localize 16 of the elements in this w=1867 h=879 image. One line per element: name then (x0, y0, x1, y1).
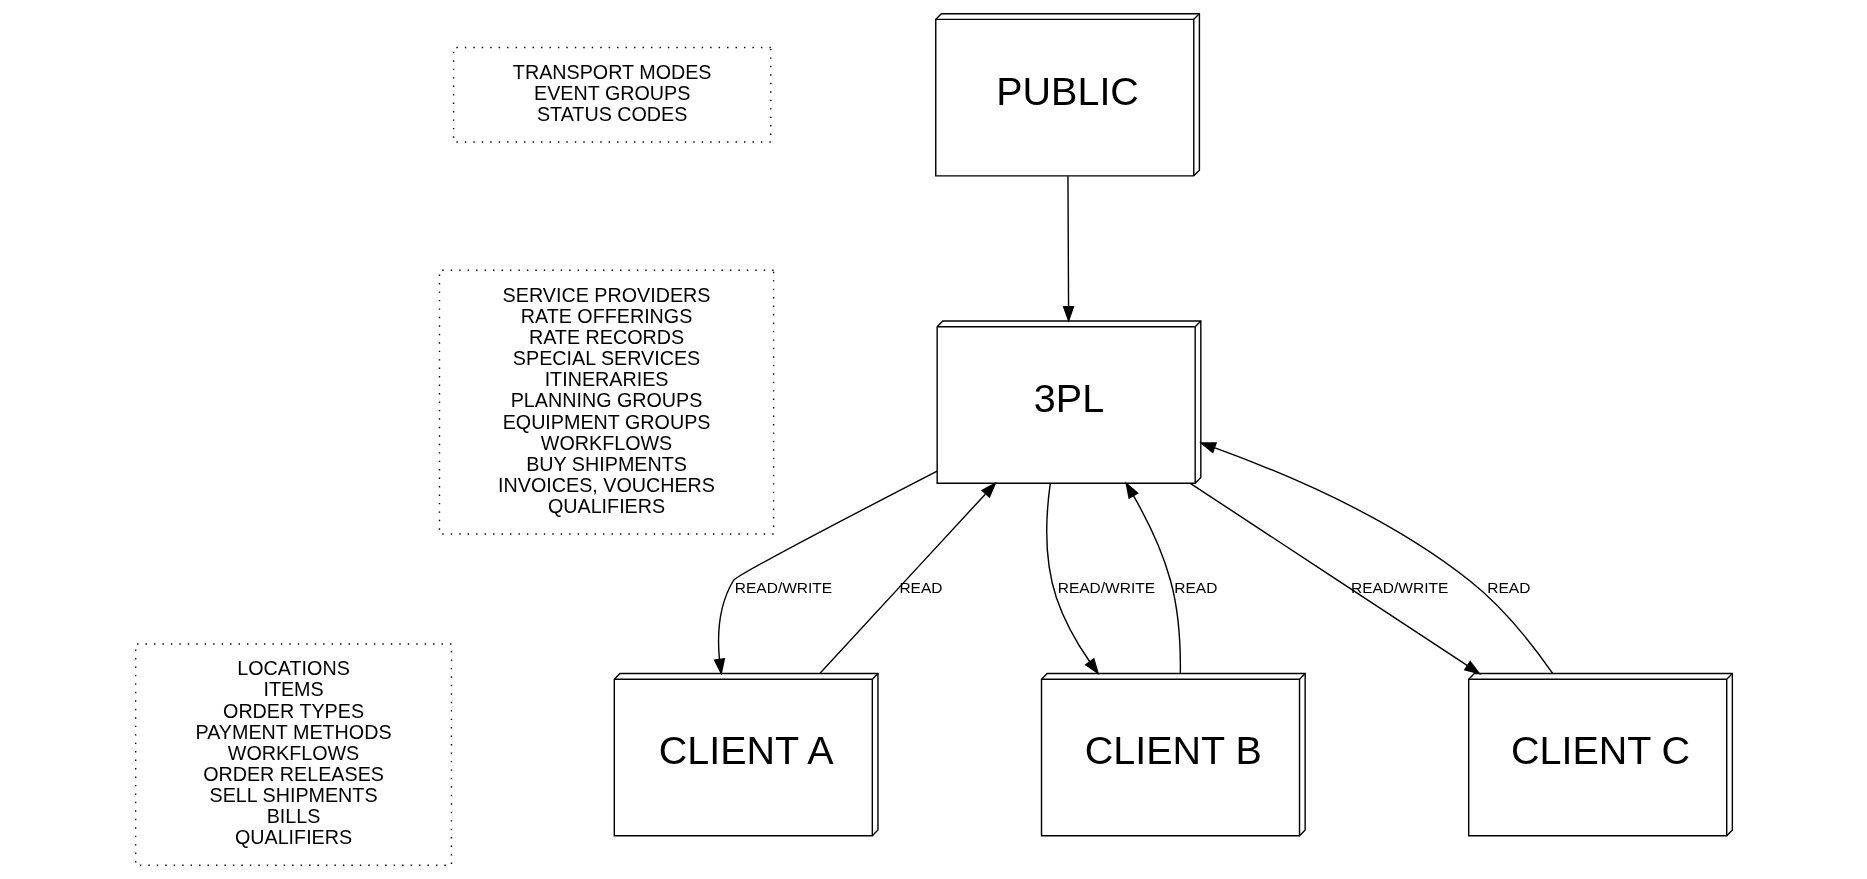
edge-label: READ/WRITE (1350, 578, 1448, 596)
arrow (1189, 482, 1481, 675)
edge-label: READ (898, 578, 942, 596)
edge-label: READ/WRITE (734, 578, 832, 596)
arrow (713, 470, 938, 676)
arrow (818, 481, 997, 674)
node-box: TRANSPORT MODES EVENT GROUPS STATUS CODES (452, 46, 771, 143)
arrow (1124, 481, 1181, 675)
arrow (1198, 442, 1553, 675)
edge-label: READ (1486, 578, 1530, 596)
node-box: SERVICE PROVIDERS RATE OFFERINGS RATE RECORDS SPECIAL SERVICES ITINERARIES PLANNING GROUPS EQUIPMENT GROUPS WORKFLOWS BUY SHIPMENTS INVOICES, VOUCHERS QUALIFIERS (438, 269, 774, 535)
edge-label: READ/WRITE (1057, 578, 1155, 596)
arrow (1045, 482, 1099, 675)
arrow (1062, 175, 1074, 323)
edge-label: READ (1173, 578, 1217, 596)
node-box: LOCATIONS ITEMS ORDER TYPES PAYMENT METHODS WORKFLOWS ORDER RELEASES SELL SHIPMENTS BILLS QUALIFIERS (134, 643, 452, 866)
